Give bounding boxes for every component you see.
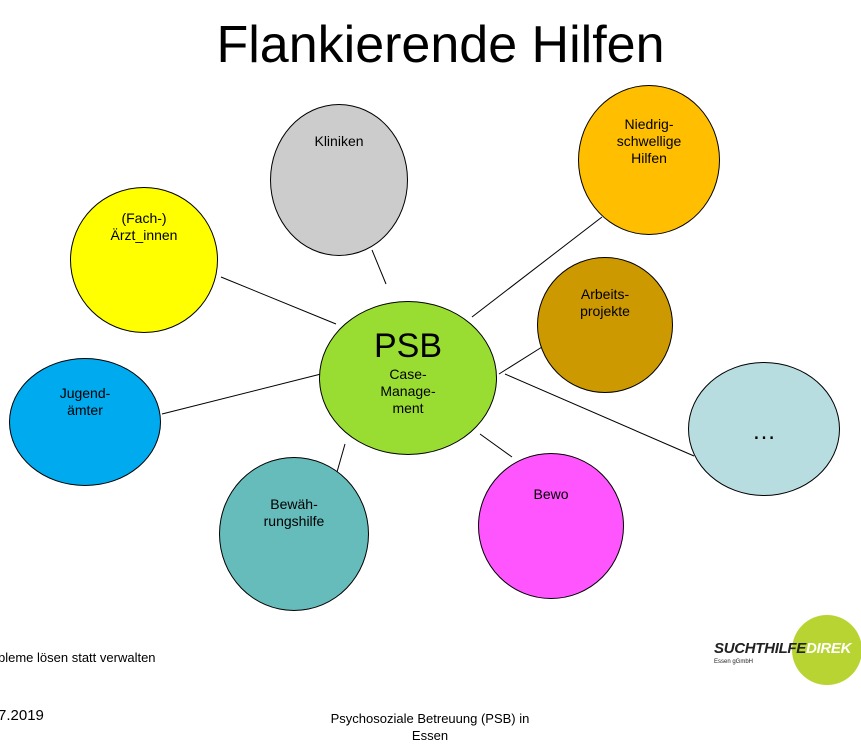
node-aerzte: (Fach-) Ärzt_innen (70, 187, 218, 333)
link-bewo (479, 433, 513, 458)
node-bewo: Bewo (478, 453, 624, 599)
link-more (504, 373, 695, 457)
suchthilfe-logo: SUCHTHILFEDIREK Essen gGmbH (714, 615, 861, 685)
node-bewaehrung-label: Bewäh- rungshilfe (263, 496, 325, 529)
node-kliniken-label: Kliniken (314, 133, 364, 149)
link-kliniken (371, 249, 387, 285)
slide-title: Flankierende Hilfen (216, 16, 665, 74)
link-bewaehrung (336, 443, 346, 473)
node-aerzte-label: (Fach-) Ärzt_innen (110, 210, 178, 243)
logo-brand-b: DIREK (806, 640, 852, 657)
node-bewaehrungshilfe: Bewäh- rungshilfe (219, 457, 369, 611)
node-arbeit-label: Arbeits- projekte (580, 286, 630, 319)
logo-disc (792, 615, 861, 685)
node-more: … (688, 362, 840, 496)
node-psb-subtitle: Case- Manage- ment (380, 366, 436, 416)
footer-slogan: bleme lösen statt verwalten (0, 650, 156, 665)
node-kliniken: Kliniken (270, 104, 408, 256)
footer-center-text: Psychosoziale Betreuung (PSB) in Essen (330, 711, 530, 743)
logo-subtitle: Essen gGmbH (714, 659, 754, 665)
logo-brand-a: SUCHTHILFE (714, 640, 806, 657)
node-jugend-label: Jugend- ämter (59, 385, 111, 418)
link-niedrig (471, 216, 603, 318)
link-jugend (161, 373, 322, 415)
node-psb-center: PSB Case- Manage- ment (319, 301, 497, 455)
node-niedrig-label: Niedrig- schwellige Hilfen (616, 116, 682, 166)
logo-brand: SUCHTHILFEDIREK (714, 640, 851, 657)
footer-date: 7.2019 (0, 707, 44, 724)
link-arbeit (498, 346, 543, 375)
node-niedrig-schwellige-hilfen: Niedrig- schwellige Hilfen (578, 85, 720, 235)
node-more-label: … (752, 418, 776, 445)
node-psb-title: PSB (373, 327, 443, 365)
node-bewo-label: Bewo (533, 486, 569, 502)
node-arbeitsprojekte: Arbeits- projekte (537, 257, 673, 393)
node-jugendaemter: Jugend- ämter (9, 358, 161, 486)
link-aerzte (220, 276, 337, 325)
